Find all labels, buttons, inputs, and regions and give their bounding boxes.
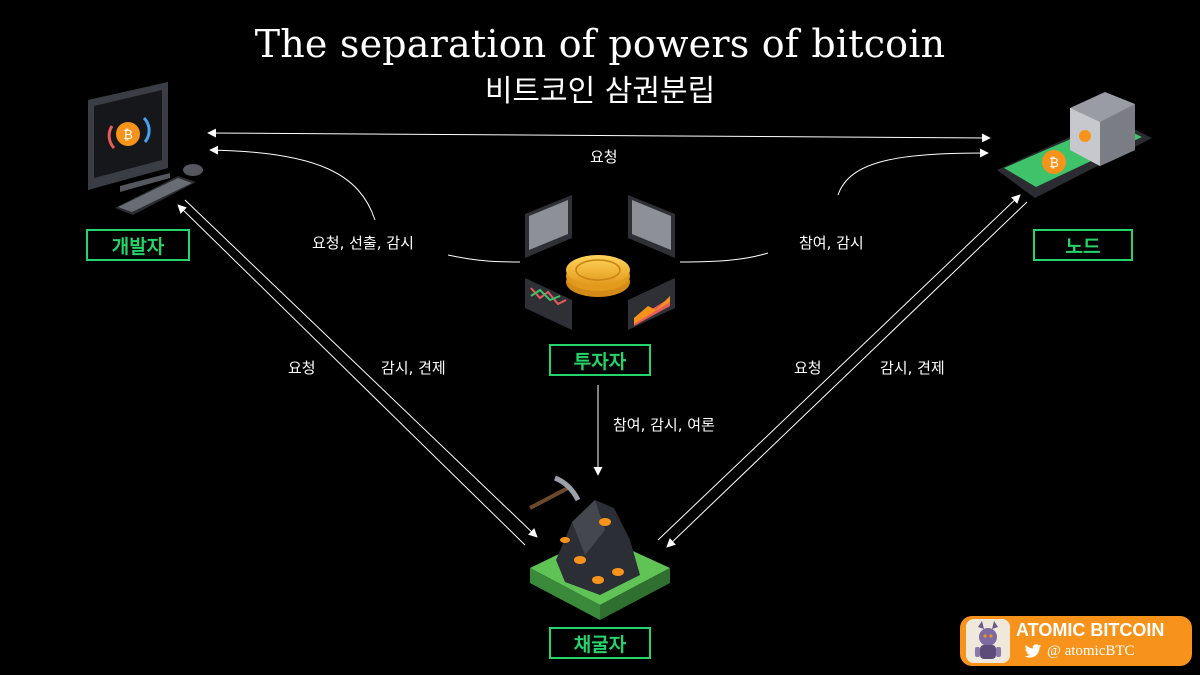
atomic-bitcoin-badge[interactable]: ATOMIC BITCOIN @ atomicBTC — [960, 616, 1192, 666]
label-miner-node: 요청 — [794, 359, 822, 377]
node-investor: 투자자 — [549, 344, 651, 376]
node-node: 노드 — [1033, 229, 1133, 261]
badge-name: ATOMIC BITCOIN — [1016, 620, 1165, 640]
node-developer: 개발자 — [86, 229, 190, 261]
label-developer-miner: 감시, 견제 — [381, 359, 446, 377]
connector-investor-right — [679, 252, 769, 263]
svg-text:₿: ₿ — [1049, 156, 1059, 171]
label-miner-developer: 요청 — [288, 359, 316, 377]
node-miner: 채굴자 — [549, 627, 651, 659]
badge-handle: @ atomicBTC — [1047, 643, 1135, 659]
arrow-node-miner — [666, 201, 1028, 548]
twitter-bird-icon — [1024, 644, 1042, 658]
arrow-investor-node — [837, 148, 989, 196]
miner-rock-pickaxe-icon — [529, 475, 670, 620]
label-investor-developer: 요청, 선출, 감시 — [312, 234, 414, 252]
label-investor-node: 참여, 감시 — [799, 234, 864, 252]
arrow-developer-node — [207, 128, 991, 143]
node-phone-safe-icon: ₿ — [997, 92, 1152, 198]
page-subtitle: 비트코인 삼권분립 — [484, 74, 716, 109]
label-node-miner: 감시, 견제 — [880, 359, 945, 377]
developer-computer-icon: ₿ — [88, 82, 203, 215]
investor-monitors-icon — [525, 195, 675, 330]
label-developer-node: 요청 — [590, 148, 618, 166]
label-investor-miner: 참여, 감시, 여론 — [613, 416, 715, 434]
badge-handle-row[interactable]: @ atomicBTC — [1024, 643, 1135, 660]
connector-investor-left — [447, 254, 521, 263]
page-title: The separation of powers of bitcoin — [254, 22, 946, 66]
arrow-developer-miner — [184, 199, 538, 538]
arrow-miner-node — [657, 194, 1021, 541]
avatar — [966, 619, 1010, 663]
arrow-investor-developer — [209, 145, 376, 221]
svg-text:₿: ₿ — [123, 128, 133, 143]
arrow-miner-developer — [177, 204, 526, 546]
